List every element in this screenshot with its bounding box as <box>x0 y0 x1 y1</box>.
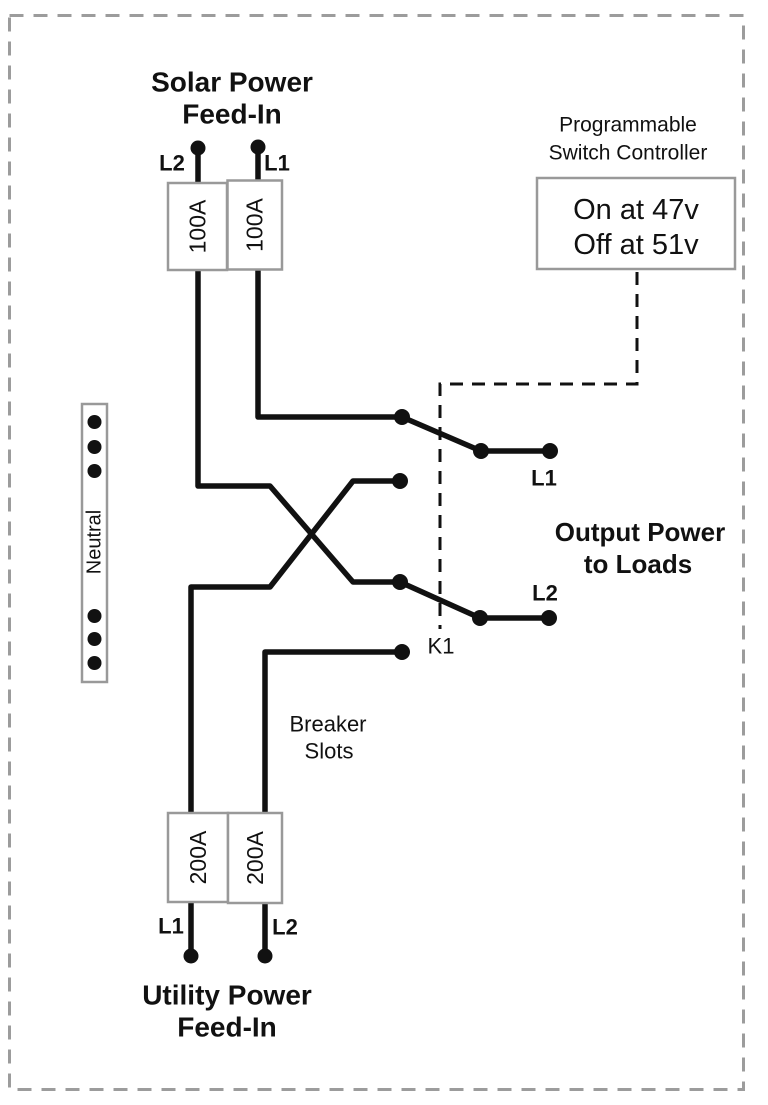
wire-utility-l1 <box>188 478 401 957</box>
output-l2-label: L2 <box>532 581 558 606</box>
breaker-utility-l1-rating: 200A <box>185 830 211 884</box>
breaker-box-utility-l1 <box>166 811 230 904</box>
switch-joint-l1 <box>473 443 489 459</box>
breaker-slots-line1: Breaker <box>289 712 366 737</box>
breaker-box-solar-l1 <box>226 179 284 271</box>
neutral-lug <box>87 464 102 478</box>
relay-control-line <box>438 272 639 629</box>
breaker-slots-line2: Slots <box>305 739 354 764</box>
solar-l1-label: L1 <box>264 151 290 176</box>
breaker-box-utility-l2 <box>226 811 284 905</box>
neutral-lug <box>87 656 102 670</box>
terminal-utility-l2 <box>257 948 273 964</box>
neutral-lug <box>87 440 102 454</box>
controller-title-line2: Switch Controller <box>549 142 708 165</box>
utility-title-line1: Utility Power <box>142 980 312 1011</box>
contact-solar-l1 <box>394 409 410 425</box>
neutral-bus-lugs <box>87 415 102 670</box>
neutral-lug <box>87 632 102 646</box>
contact-solar-l2 <box>392 574 408 590</box>
neutral-label: Neutral <box>84 510 106 574</box>
terminal-solar-l2 <box>190 140 206 156</box>
contact-utility-l1 <box>392 473 408 489</box>
utility-l2-label: L2 <box>272 915 298 940</box>
panel-enclosure-border <box>8 14 745 1091</box>
neutral-lug <box>87 415 102 429</box>
controller-setting-line2: Off at 51v <box>573 229 699 261</box>
utility-l1-label: L1 <box>158 914 184 939</box>
terminal-utility-l1 <box>183 948 199 964</box>
controller-box <box>535 176 737 271</box>
switch-joint-l2 <box>472 610 488 626</box>
terminal-output-l2 <box>541 610 557 626</box>
breaker-utility-l2-rating: 200A <box>242 830 268 884</box>
wire-utility-l2 <box>262 649 403 957</box>
utility-title-line2: Feed-In <box>177 1012 277 1043</box>
breaker-solar-l1-rating: 100A <box>242 197 268 251</box>
neutral-lug <box>87 609 102 623</box>
solar-title-line1: Solar Power <box>151 67 313 98</box>
output-l1-label: L1 <box>531 466 557 491</box>
breaker-solar-l2-rating: 100A <box>185 199 211 253</box>
wire-solar-l2 <box>195 147 401 585</box>
relay-label: K1 <box>428 634 455 659</box>
solar-title-line2: Feed-In <box>182 99 282 130</box>
labels: Solar Power Feed-In L2 L1 100A 100A Prog… <box>84 67 726 1043</box>
terminal-solar-l1 <box>250 139 266 155</box>
terminal-output-l1 <box>542 443 558 459</box>
solar-l2-label: L2 <box>159 151 185 176</box>
contact-utility-l2 <box>394 644 410 660</box>
output-title-line1: Output Power <box>555 517 725 547</box>
controller-setting-line1: On at 47v <box>573 194 699 226</box>
terminals <box>183 139 558 964</box>
output-title-line2: to Loads <box>584 549 692 579</box>
controller-title-line1: Programmable <box>559 114 697 137</box>
breaker-boxes <box>166 179 284 905</box>
